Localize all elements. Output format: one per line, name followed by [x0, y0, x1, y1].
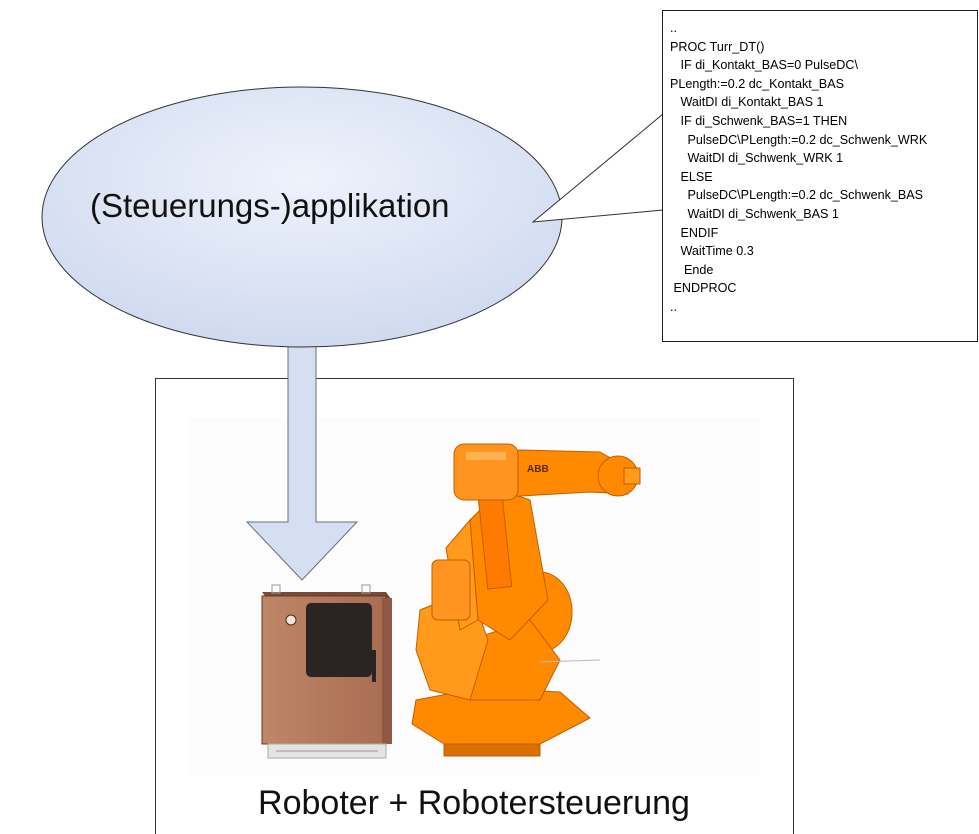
industrial-robot: ABB	[411, 443, 641, 757]
code-line: ELSE	[670, 169, 713, 184]
robot-panel-caption: Roboter + Robotersteuerung	[258, 784, 690, 822]
code-line: ..	[670, 21, 677, 35]
code-line: PulseDC\PLength:=0.2 dc_Schwenk_BAS	[670, 188, 924, 203]
speech-bubble-tail	[531, 112, 664, 223]
control-cabinet	[261, 584, 392, 759]
code-line: WaitTime 0.3	[670, 244, 754, 259]
code-line: Ende	[670, 262, 714, 277]
robot-brand-label: ABB	[527, 464, 549, 475]
code-line: ..	[670, 299, 677, 314]
bubble-label: (Steuerungs-)applikation	[90, 187, 450, 224]
code-line: PulseDC\PLength:=0.2 dc_Schwenk_WRK	[670, 132, 928, 147]
code-line: WaitDI di_Schwenk_BAS 1	[670, 206, 839, 221]
code-line: PROC Turr_DT()	[670, 39, 765, 54]
code-line: ENDPROC	[670, 281, 737, 296]
code-line: IF di_Schwenk_BAS=1 THEN	[670, 113, 848, 128]
code-line: ENDIF	[670, 225, 719, 240]
code-line: PLength:=0.2 dc_Kontakt_BAS	[670, 76, 844, 91]
floor-shadow	[539, 659, 601, 663]
down-arrow	[245, 344, 359, 581]
code-line: WaitDI di_Kontakt_BAS 1	[670, 95, 824, 110]
code-listing: .. PROC Turr_DT() IF di_Kontakt_BAS=0 Pu…	[662, 10, 978, 342]
code-line: WaitDI di_Schwenk_WRK 1	[670, 151, 844, 166]
code-line: IF di_Kontakt_BAS=0 PulseDC\	[670, 58, 858, 73]
